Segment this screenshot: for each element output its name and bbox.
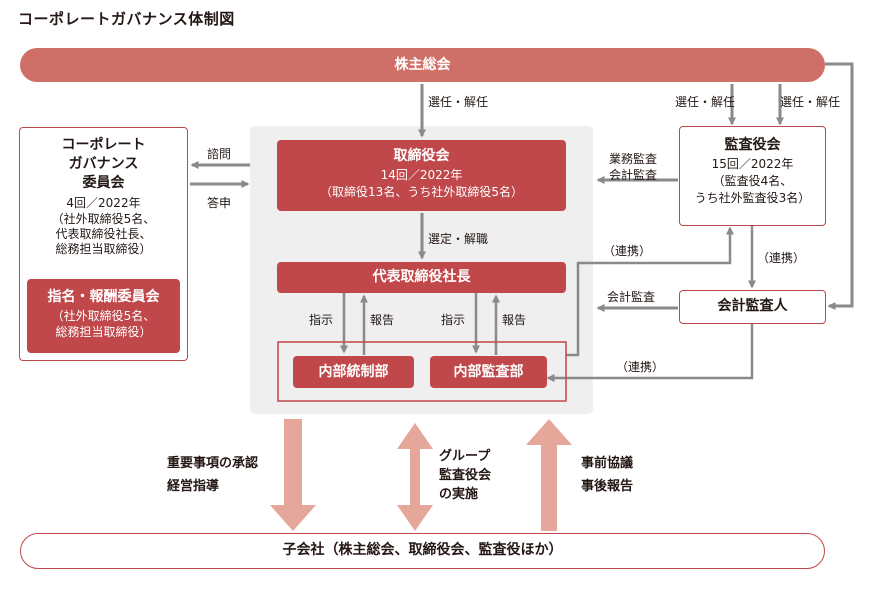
big-arrow-up bbox=[526, 419, 572, 531]
nomination-title: 指名・報酬委員会 bbox=[47, 289, 160, 305]
label-cooperate-bottom: （連携） bbox=[616, 360, 665, 374]
governance-detail-2: 代表取締役社長、 bbox=[55, 227, 152, 241]
label-report-2: 報告 bbox=[502, 313, 527, 327]
board-of-auditors: 監査役会 15回／2022年 （監査役4名、 うち社外監査役3名） bbox=[679, 126, 826, 226]
governance-title-3: 委員会 bbox=[82, 175, 125, 191]
label-accounting-audit-2: 会計監査 bbox=[607, 290, 656, 304]
label-group-3: の実施 bbox=[439, 487, 479, 502]
nomination-detail-2: 総務担当取締役） bbox=[55, 325, 152, 339]
internal-audit-label: 内部監査部 bbox=[453, 364, 524, 380]
arrow-cooperate-bottom bbox=[546, 319, 756, 382]
label-cooperate-mid: （連携） bbox=[757, 251, 806, 265]
shareholders-label: 株主総会 bbox=[394, 57, 451, 73]
internal-control-label: 内部統制部 bbox=[318, 364, 389, 380]
governance-title-2: ガバナンス bbox=[68, 156, 139, 172]
label-elect-auditors: 選任・解任 bbox=[675, 95, 736, 109]
auditors-title: 監査役会 bbox=[724, 137, 781, 153]
label-report-1: 報告 bbox=[370, 313, 395, 327]
internal-control-dept: 内部統制部 bbox=[293, 356, 414, 388]
president-label: 代表取締役社長 bbox=[372, 269, 471, 285]
nomination-committee: 指名・報酬委員会 （社外取締役5名、 総務担当取締役） bbox=[27, 279, 180, 353]
label-approve-1: 重要事項の承認 bbox=[167, 456, 259, 471]
board-detail: （取締役13名、うち社外取締役5名） bbox=[320, 185, 523, 199]
internal-dept-frame bbox=[277, 341, 567, 402]
subsidiaries: 子会社（株主総会、取締役会、監査役ほか） bbox=[20, 533, 825, 569]
accounting-auditor-label: 会計監査人 bbox=[717, 298, 788, 314]
big-arrow-double bbox=[397, 423, 433, 531]
governance-detail-3: 総務担当取締役） bbox=[55, 242, 152, 256]
auditors-detail-1: （監査役4名、 bbox=[712, 174, 793, 188]
president: 代表取締役社長 bbox=[277, 262, 566, 293]
big-arrow-down bbox=[270, 419, 316, 531]
auditors-detail-2: うち社外監査役3名） bbox=[694, 191, 811, 205]
board-title: 取締役会 bbox=[393, 148, 450, 164]
label-elect-board: 選任・解任 bbox=[428, 95, 489, 109]
accounting-auditor: 会計監査人 bbox=[679, 290, 826, 324]
shareholders-meeting: 株主総会 bbox=[20, 48, 825, 82]
governance-detail-1: （社外取締役5名、 bbox=[51, 212, 156, 226]
label-select-dismiss: 選定・解職 bbox=[428, 232, 489, 246]
governance-title-1: コーポレート bbox=[61, 137, 146, 153]
label-group-1: グループ bbox=[439, 449, 491, 464]
label-consult: 諮問 bbox=[207, 147, 232, 161]
governance-count: 4回／2022年 bbox=[66, 196, 141, 210]
label-group-2: 監査役会 bbox=[439, 468, 492, 483]
label-elect-auditors-2: 選任・解任 bbox=[780, 95, 841, 109]
subsidiaries-label: 子会社（株主総会、取締役会、監査役ほか） bbox=[282, 542, 563, 558]
board-of-directors: 取締役会 14回／2022年 （取締役13名、うち社外取締役5名） bbox=[277, 140, 566, 211]
label-accounting-audit: 会計監査 bbox=[609, 168, 658, 182]
label-prior-2: 事後報告 bbox=[581, 479, 634, 494]
label-business-audit: 業務監査 bbox=[609, 152, 658, 166]
auditors-count: 15回／2022年 bbox=[711, 157, 794, 171]
label-approve-2: 経営指導 bbox=[167, 479, 220, 494]
label-instruct-1: 指示 bbox=[309, 313, 334, 327]
page-title: コーポレートガバナンス体制図 bbox=[18, 10, 235, 28]
arrow-shareholders-accounting bbox=[825, 62, 854, 310]
internal-audit-dept: 内部監査部 bbox=[430, 356, 547, 388]
label-cooperate-top: （連携） bbox=[603, 244, 652, 258]
label-report-back: 答申 bbox=[207, 196, 232, 210]
nomination-detail-1: （社外取締役5名、 bbox=[51, 309, 156, 323]
label-prior-1: 事前協議 bbox=[581, 456, 634, 471]
label-instruct-2: 指示 bbox=[441, 313, 466, 327]
board-count: 14回／2022年 bbox=[380, 168, 463, 182]
